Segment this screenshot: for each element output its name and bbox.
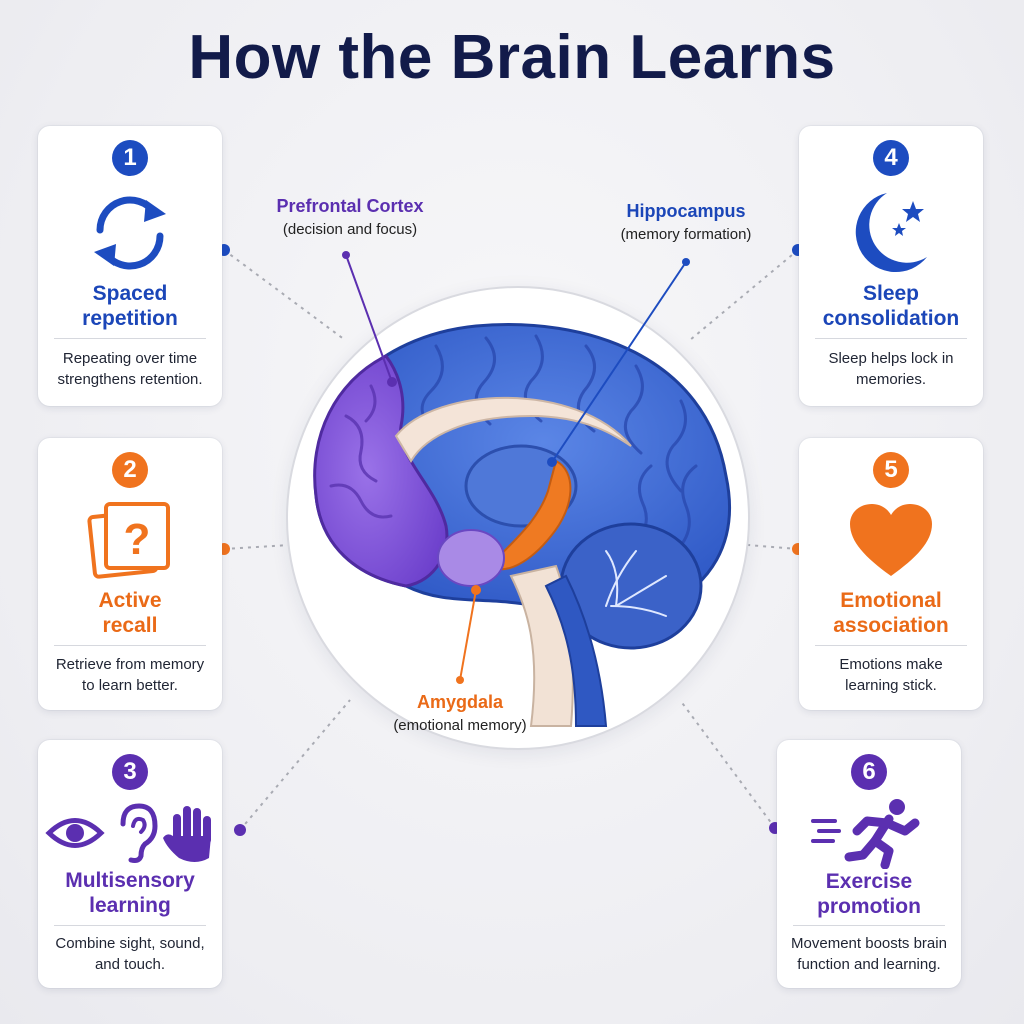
card-title-line2: promotion — [817, 895, 921, 918]
prefrontal-cortex-sub: (decision and focus) — [282, 221, 418, 238]
card-description-line2: function and learning. — [797, 956, 941, 973]
card-number: 5 — [873, 452, 909, 488]
svg-text:?: ? — [124, 515, 151, 564]
eye-icon — [45, 818, 105, 848]
card-sleep-consolidation: 4 Sleep consolidation Sleep helps lock i… — [799, 126, 983, 406]
page-title: How the Brain Learns — [188, 23, 836, 92]
card-title-line2: learning — [89, 894, 171, 917]
hand-icon — [163, 806, 211, 862]
card-number: 3 — [112, 754, 148, 790]
card-description-line1: Movement boosts brain — [791, 935, 947, 952]
question-cards-icon: ? — [38, 496, 222, 582]
card-active-recall: 2 ? Active recall Retrieve from memory t… — [38, 438, 222, 710]
card-title-line2: repetition — [82, 307, 178, 330]
card-exercise-promotion: 6 Exercise promotion Movement boosts bra… — [777, 740, 961, 988]
card-divider — [815, 338, 967, 339]
card-number: 1 — [112, 140, 148, 176]
card-title-line2: association — [833, 614, 949, 637]
card-title-line1: Spaced — [92, 282, 168, 305]
card-description-line1: Sleep helps lock in — [828, 350, 954, 367]
hippocampus-sub: (memory formation) — [620, 226, 752, 243]
cycle-arrows-icon — [38, 188, 222, 278]
ear-icon — [120, 803, 158, 863]
card-number: 2 — [112, 452, 148, 488]
card-divider — [793, 925, 945, 926]
prefrontal-cortex-name: Prefrontal Cortex — [276, 196, 424, 216]
card-title-line2: recall — [102, 614, 158, 637]
amygdala-label: Amygdala (emotional memory) — [360, 692, 560, 734]
card-description-line2: to learn better. — [82, 677, 178, 694]
card-spaced-repetition: 1 Spaced repetition Repeating over time … — [38, 126, 222, 406]
card-description-line1: Retrieve from memory — [55, 656, 205, 673]
card-title-line1: Emotional — [840, 589, 942, 612]
moon-stars-icon — [799, 186, 983, 278]
card-title-line1: Active — [98, 589, 162, 612]
card-title-line1: Sleep — [862, 282, 920, 305]
card-title-line1: Exercise — [825, 870, 913, 893]
card-description-line1: Repeating over time — [62, 350, 198, 367]
card-title-line1: Multisensory — [65, 869, 195, 892]
senses-icon — [38, 798, 222, 868]
card-description-line1: Combine sight, sound, — [55, 935, 205, 952]
card-divider — [54, 645, 206, 646]
card-title-line2: consolidation — [822, 307, 960, 330]
card-description-line2: memories. — [855, 371, 926, 388]
card-divider — [815, 645, 967, 646]
card-divider — [54, 338, 206, 339]
amygdala-name: Amygdala — [416, 692, 504, 712]
card-divider — [54, 925, 206, 926]
card-number: 6 — [851, 754, 887, 790]
hippocampus-region — [489, 459, 572, 571]
card-number: 4 — [873, 140, 909, 176]
amygdala-sub: (emotional memory) — [393, 717, 527, 734]
brain-illustration — [313, 323, 731, 727]
card-description-line2: and touch. — [94, 956, 166, 973]
running-person-icon — [777, 796, 961, 870]
prefrontal-cortex-label: Prefrontal Cortex (decision and focus) — [250, 196, 450, 238]
amygdala-region — [437, 529, 505, 587]
card-emotional-association: 5 Emotional association Emotions make le… — [799, 438, 983, 710]
heart-icon — [799, 498, 983, 582]
card-multisensory-learning: 3 Multisensory learning Combine sight, s… — [38, 740, 222, 988]
connector-dot-3 — [234, 824, 246, 836]
card-description-line2: learning stick. — [845, 677, 937, 694]
hippocampus-name: Hippocampus — [626, 201, 746, 221]
card-description-line1: Emotions make — [839, 656, 943, 673]
hippocampus-label: Hippocampus (memory formation) — [586, 201, 786, 243]
card-description-line2: strengthens retention. — [57, 371, 203, 388]
